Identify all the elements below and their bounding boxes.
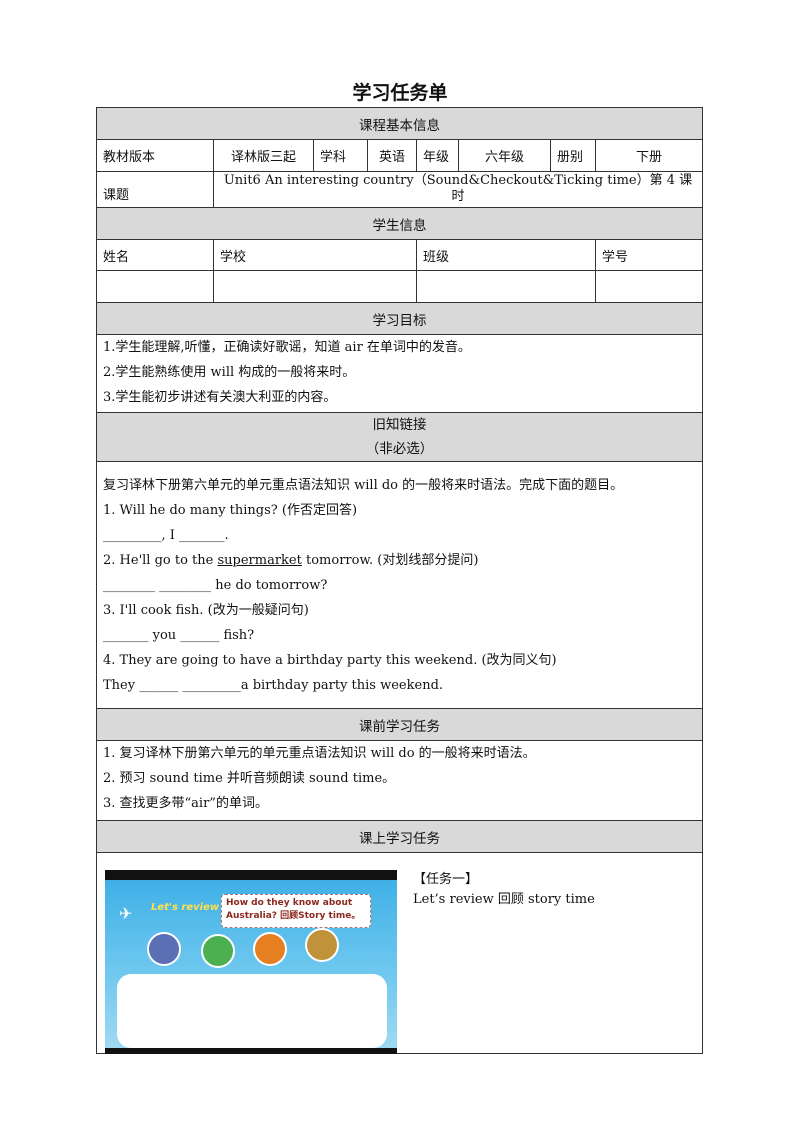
- textbook-value: 译林版三起: [213, 139, 314, 172]
- id-label: 学号: [595, 239, 703, 271]
- video-question-box: How do they know about Australia? 回顾Stor…: [221, 894, 371, 928]
- name-label: 姓名: [96, 239, 214, 271]
- section-pre-class: 课前学习任务: [96, 708, 703, 741]
- avatar-icon: [305, 928, 339, 962]
- avatar-icon: [253, 932, 287, 966]
- page-title: 学习任务单: [352, 82, 448, 104]
- video-question-line2: Australia? 回顾Story time。: [226, 911, 361, 921]
- review-cell: 复习译林下册第六单元的单元重点语法知识 will do 的一般将来时语法。完成下…: [96, 461, 703, 709]
- pre-task-item: 2. 预习 sound time 并听音频朗读 sound time。: [103, 771, 396, 786]
- section-basic-info: 课程基本信息: [96, 107, 703, 140]
- review-q1: 1. Will he do many things? (作否定回答): [103, 502, 358, 518]
- video-player[interactable]: ✈ Let's review How do they know about Au…: [105, 870, 397, 1054]
- worksheet-table: 课程基本信息 教材版本 译林版三起 学科 英语 年级 六年级 册别 下册 课题 …: [96, 107, 703, 1054]
- review-q4-answer: They ______ _________a birthday party th…: [103, 677, 444, 693]
- task-one-title: 【任务一】: [413, 872, 479, 887]
- review-q4: 4. They are going to have a birthday par…: [103, 652, 557, 668]
- plane-icon: ✈: [119, 904, 133, 923]
- grade-label: 年级: [416, 139, 459, 172]
- name-field[interactable]: [96, 270, 214, 303]
- video-lets-review: Let's review: [151, 902, 220, 913]
- volume-label: 册别: [550, 139, 596, 172]
- review-q3-answer: _______ you ______ fish?: [103, 627, 255, 643]
- review-intro: 复习译林下册第六单元的单元重点语法知识 will do 的一般将来时语法。完成下…: [103, 477, 624, 493]
- review-q2: 2. He'll go to the supermarket tomorrow.…: [103, 548, 696, 573]
- grade-value: 六年级: [458, 139, 551, 172]
- topic-label: 课题: [96, 171, 214, 208]
- subject-label: 学科: [313, 139, 368, 172]
- school-field[interactable]: [213, 270, 417, 303]
- review-q3: 3. I'll cook fish. (改为一般疑问句): [103, 602, 309, 618]
- review-q2-start: 2. He'll go to the: [103, 552, 218, 568]
- review-q2-end: tomorrow. (对划线部分提问): [301, 552, 479, 568]
- review-q2-underlined: supermarket: [217, 552, 302, 568]
- in-class-cell: ✈ Let's review How do they know about Au…: [96, 852, 703, 1054]
- task-one-desc: Let’s review 回顾 story time: [413, 892, 595, 907]
- subject-value: 英语: [367, 139, 417, 172]
- video-frame: ✈ Let's review How do they know about Au…: [105, 880, 397, 1048]
- pre-task-item: 1. 复习译林下册第六单元的单元重点语法知识 will do 的一般将来时语法。: [103, 746, 536, 761]
- section-student-info: 学生信息: [96, 207, 703, 240]
- section-goals: 学习目标: [96, 302, 703, 335]
- topic-value: Unit6 An interesting country（Sound&Check…: [223, 173, 693, 204]
- goal-item: 2.学生能熟练使用 will 构成的一般将来时。: [103, 365, 356, 380]
- class-label: 班级: [416, 239, 596, 271]
- avatar-icon: [147, 932, 181, 966]
- goal-item: 3.学生能初步讲述有关澳大利亚的内容。: [103, 390, 337, 405]
- task-one: 【任务一】 Let’s review 回顾 story time: [413, 870, 595, 910]
- goals-cell: 1.学生能理解,听懂，正确读好歌谣，知道 air 在单词中的发音。 2.学生能熟…: [96, 334, 703, 413]
- volume-value: 下册: [595, 139, 703, 172]
- id-field[interactable]: [595, 270, 703, 303]
- section-review: 旧知链接 （非必选）: [96, 412, 703, 462]
- section-in-class: 课上学习任务: [96, 820, 703, 853]
- review-q2-answer: ________ ________ he do tomorrow?: [103, 577, 328, 593]
- textbook-label: 教材版本: [96, 139, 214, 172]
- school-label: 学校: [213, 239, 417, 271]
- section-review-title: 旧知链接: [372, 417, 427, 433]
- review-q1-answer: _________, I _______.: [103, 527, 229, 543]
- pre-tasks-cell: 1. 复习译林下册第六单元的单元重点语法知识 will do 的一般将来时语法。…: [96, 740, 703, 821]
- goal-item: 1.学生能理解,听懂，正确读好歌谣，知道 air 在单词中的发音。: [103, 340, 471, 355]
- avatar-icon: [201, 934, 235, 968]
- pre-task-item: 3. 查找更多带“air”的单词。: [103, 796, 268, 811]
- video-whiteboard: [117, 974, 387, 1048]
- video-question-line1: How do they know about: [226, 898, 353, 908]
- section-review-note: （非必选）: [365, 441, 434, 457]
- class-field[interactable]: [416, 270, 596, 303]
